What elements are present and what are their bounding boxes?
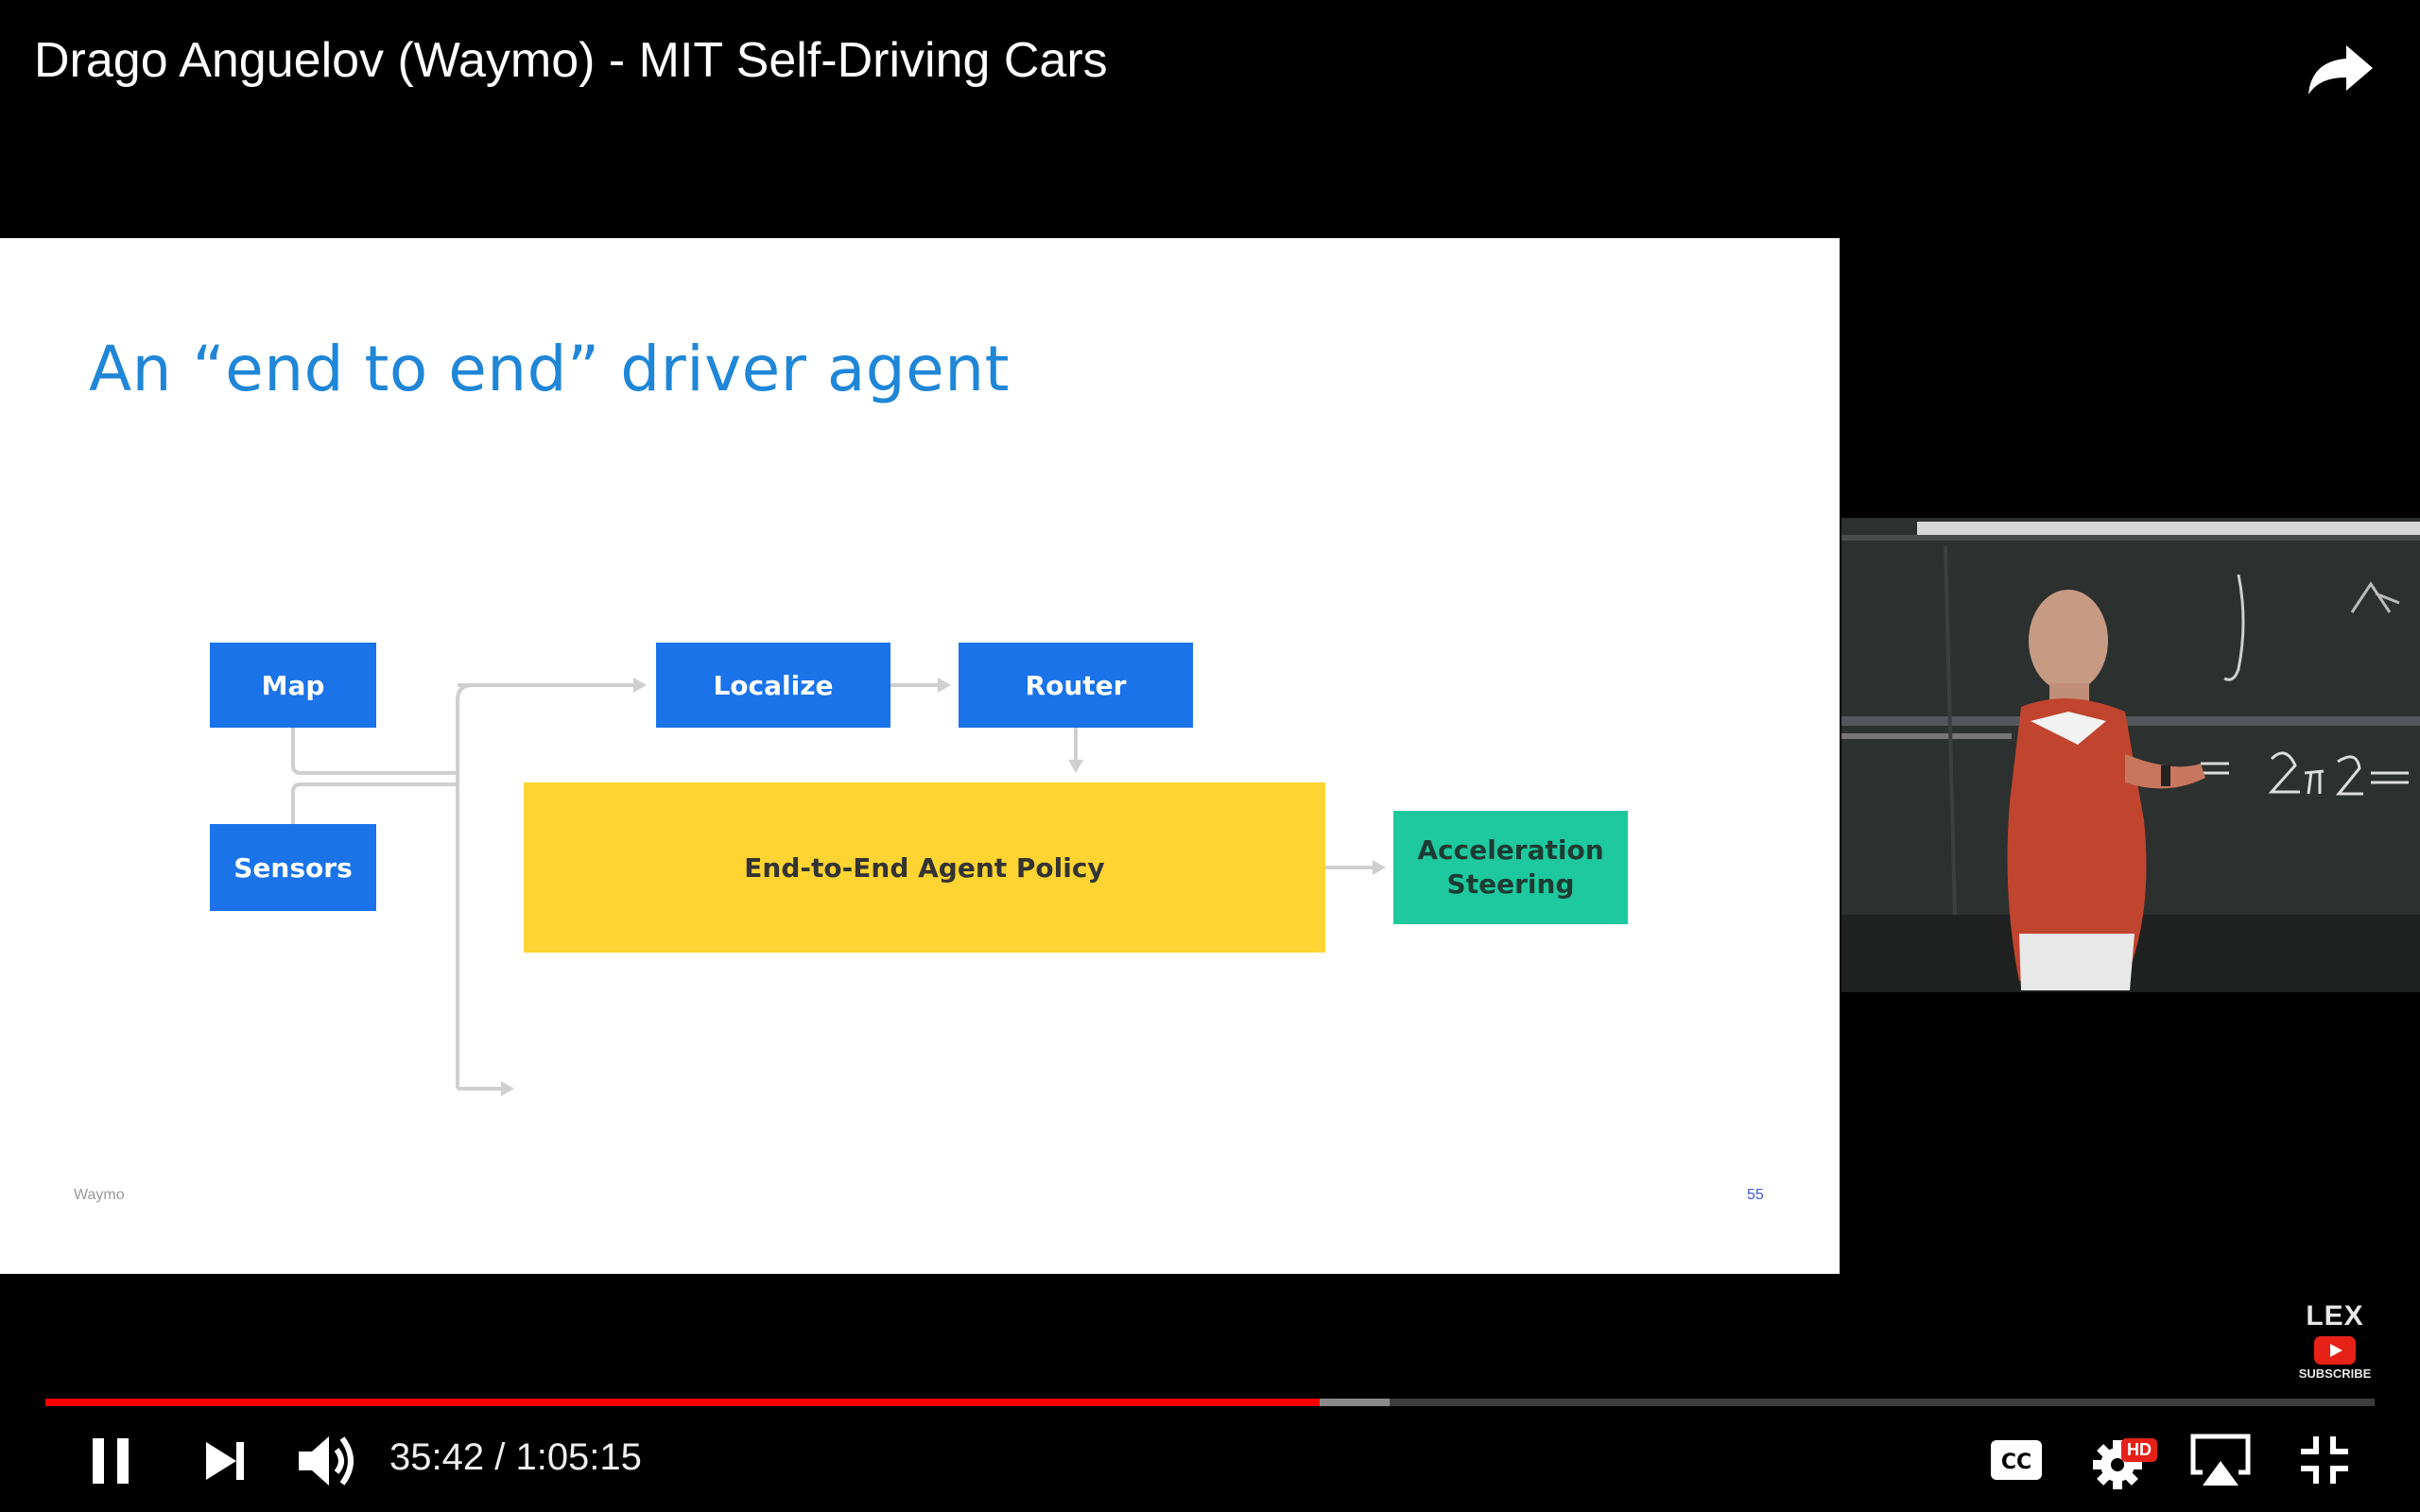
diagram-connectors (291, 678, 1386, 1096)
diagram-box-output: Acceleration Steering (1393, 811, 1628, 924)
time-display: 35:42 / 1:05:15 (389, 1436, 642, 1479)
slide-footer-brand: Waymo (74, 1187, 125, 1203)
subscribe-label: SUBSCRIBE (2298, 1366, 2372, 1381)
slide-page-number: 55 (1747, 1187, 1764, 1203)
progress-bar[interactable] (45, 1399, 2375, 1406)
diagram-box-sensors: Sensors (210, 824, 376, 911)
share-button[interactable] (2307, 40, 2375, 96)
channel-watermark[interactable]: LEX SUBSCRIBE (2295, 1300, 2375, 1381)
airplay-icon (2190, 1434, 2251, 1486)
video-title: Drago Anguelov (Waymo) - MIT Self-Drivin… (34, 33, 1108, 88)
arrow-head (1373, 860, 1386, 875)
channel-name: LEX (2306, 1300, 2364, 1332)
volume-button[interactable] (297, 1431, 359, 1491)
arrow-head (938, 678, 951, 693)
closed-captions-icon: CC (1991, 1440, 2042, 1480)
hd-badge: HD (2121, 1438, 2157, 1462)
pause-button[interactable] (87, 1433, 134, 1489)
captions-button[interactable]: CC (1989, 1438, 2044, 1482)
exit-fullscreen-icon (2301, 1436, 2348, 1484)
diagram-box-router: Router (959, 643, 1193, 728)
settings-button[interactable]: HD (2093, 1431, 2161, 1491)
arrow-head (501, 1081, 514, 1096)
presentation-slide: An “end to end” driver agent M (0, 238, 1840, 1274)
skip-next-icon (206, 1442, 244, 1480)
duration: 1:05:15 (515, 1436, 642, 1478)
youtube-logo-icon (2314, 1336, 2356, 1365)
time-separator: / (484, 1436, 516, 1478)
current-time: 35:42 (389, 1436, 485, 1478)
slide-title: An “end to end” driver agent (89, 333, 1010, 405)
airplay-button[interactable] (2189, 1433, 2252, 1487)
next-button[interactable] (204, 1440, 248, 1482)
volume-icon (299, 1436, 354, 1486)
diagram-box-agent-policy: End-to-End Agent Policy (524, 782, 1325, 953)
diagram-box-localize: Localize (656, 643, 890, 728)
output-label-steering: Steering (1446, 868, 1575, 900)
output-label-acceleration: Acceleration (1417, 834, 1604, 866)
speaker-image (1841, 518, 2420, 992)
speaker-camera-feed (1841, 518, 2420, 992)
arrow-head (633, 678, 647, 693)
diagram-box-map: Map (210, 643, 376, 728)
progress-played (45, 1399, 1320, 1406)
pause-icon (93, 1438, 129, 1484)
arrow-head (1068, 760, 1083, 773)
exit-fullscreen-button[interactable] (2299, 1435, 2350, 1486)
share-icon (2308, 45, 2373, 94)
svg-text:CC: CC (2001, 1451, 2031, 1474)
